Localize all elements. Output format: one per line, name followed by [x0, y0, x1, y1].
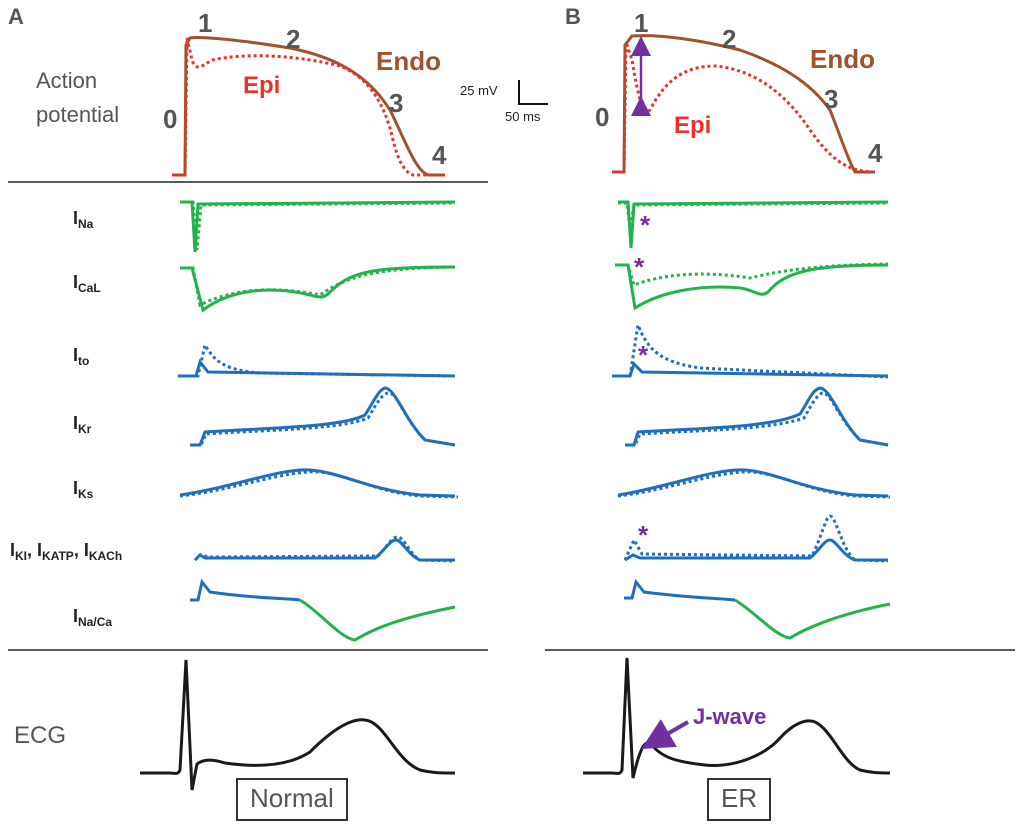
- ical-endo-trace-b: [615, 263, 889, 311]
- currents-panel-b: [612, 200, 891, 640]
- scale-bar: [518, 80, 548, 105]
- ikr-epi-trace-b: [625, 391, 889, 447]
- ik-group-epi-trace-b: [623, 514, 889, 563]
- inaca-outward-trace-b: [624, 578, 736, 602]
- ikr-endo-trace-a: [190, 386, 456, 447]
- endo-label-b: Endo: [810, 44, 875, 74]
- normal-box-label: Normal: [236, 778, 348, 821]
- epi-label-b: Epi: [674, 112, 712, 139]
- current-label-inaca: INa/Ca: [73, 606, 113, 629]
- ap-panel-b: [612, 34, 875, 174]
- ina-epi-trace-a: [180, 200, 456, 251]
- asterisk-ina: *: [640, 210, 651, 240]
- ap-panel-a: [172, 35, 445, 177]
- j-wave-label: J-wave: [693, 704, 767, 729]
- currents-panel-a: [178, 200, 459, 642]
- phase-2-label-a: 2: [286, 24, 301, 54]
- iks-epi-trace-b: [617, 470, 891, 499]
- ecg-trace-er: [583, 657, 891, 779]
- iks-endo-trace-a: [179, 468, 456, 498]
- endo-label-a: Endo: [376, 46, 441, 76]
- ik-group-endo-trace-a: [193, 538, 455, 562]
- phase-0-label-a: 0: [163, 104, 178, 134]
- action-potential-label-line1: Action: [36, 68, 98, 93]
- ito-epi-trace-b: [612, 319, 889, 379]
- ina-endo-trace-b: [618, 200, 889, 249]
- phase-1-label-b: 1: [634, 8, 649, 38]
- endo-ap-trace-b: [612, 34, 875, 174]
- phase-0-label-b: 0: [595, 102, 610, 132]
- iks-epi-trace-a: [179, 470, 459, 499]
- j-wave-arrow: [641, 719, 689, 749]
- ical-endo-trace-a: [180, 265, 456, 313]
- epi-label-a: Epi: [243, 72, 281, 99]
- panel-label-a: A: [8, 4, 24, 29]
- phase-3-label-b: 3: [824, 84, 839, 114]
- ecg-label: ECG: [14, 722, 67, 749]
- iks-endo-trace-b: [617, 468, 889, 498]
- action-potential-label-line2: potential: [36, 102, 120, 127]
- ina-endo-trace-a: [180, 200, 456, 253]
- endo-ap-trace-a: [172, 35, 445, 177]
- epi-ap-trace-b: [612, 41, 871, 174]
- phase-4-label-a: 4: [432, 140, 447, 170]
- er-box-label: ER: [707, 778, 772, 821]
- inaca-outward-trace-a: [190, 578, 301, 602]
- scale-bar-time: 50 ms: [505, 109, 541, 124]
- ical-epi-trace-a: [180, 265, 456, 308]
- ikr-endo-trace-b: [625, 386, 889, 447]
- ik-group-endo-trace-b: [624, 538, 888, 562]
- asterisk-ito: *: [638, 340, 649, 370]
- phase-1-label-a: 1: [198, 8, 213, 38]
- phase-4-label-b: 4: [868, 138, 883, 168]
- scale-bar-voltage: 25 mV: [460, 83, 498, 98]
- ikr-epi-trace-a: [190, 391, 456, 447]
- current-label-ical: ICaL: [73, 272, 101, 295]
- current-label-ik-group: IKI, IKATP, IKACh: [10, 540, 123, 563]
- current-label-iks: IKs: [73, 478, 94, 501]
- asterisk-ical: *: [634, 252, 645, 282]
- epi-ap-trace-a: [172, 37, 445, 177]
- panel-label-b: B: [565, 4, 581, 29]
- ecg-trace-normal: [140, 659, 456, 791]
- current-label-ikr: IKr: [73, 413, 92, 436]
- inaca-inward-trace-b: [734, 598, 891, 640]
- current-label-ina: INa: [73, 208, 94, 231]
- current-label-ito: Ito: [73, 345, 90, 368]
- phase-3-label-a: 3: [389, 88, 404, 118]
- asterisk-ik-group: *: [638, 520, 649, 550]
- inaca-inward-trace-a: [299, 598, 456, 642]
- phase-2-label-b: 2: [722, 24, 737, 54]
- ical-epi-trace-b: [615, 262, 889, 287]
- ina-epi-trace-b: [618, 201, 889, 229]
- ik-group-epi-trace-a: [194, 535, 456, 563]
